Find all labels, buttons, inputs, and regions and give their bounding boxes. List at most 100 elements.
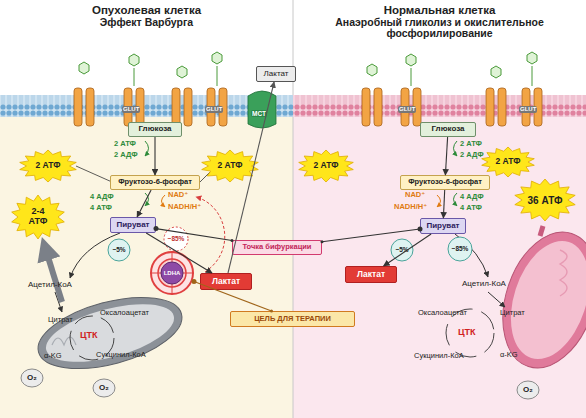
panel-heading: Анаэробный гликолиз и окислительное фосф… <box>327 17 552 40</box>
burst-outline <box>299 150 354 182</box>
node-text: 2-4 АТФ <box>23 207 53 227</box>
node-text: Лактат <box>264 70 289 79</box>
metabolite-box: Лактат <box>345 266 397 283</box>
enzyme-target: LDHA <box>150 251 194 295</box>
transporter-label: GLUT <box>398 106 416 113</box>
node-text: O₂ <box>27 374 37 383</box>
panel-heading: Опухолевая клетка <box>92 4 201 17</box>
node-text: ~85% <box>452 245 469 252</box>
metabolite-label: ЦТК <box>80 331 98 341</box>
node-text: Фруктозо-6-фосфат <box>408 178 482 186</box>
node-text: O₂ <box>523 386 533 395</box>
node-text: ~5% <box>112 246 125 253</box>
metabolite-label: Оксалоацетат <box>418 309 467 317</box>
metabolite-label: 4 АТФ <box>460 204 482 212</box>
metabolite-label: NAD⁺ <box>168 191 188 199</box>
circle-outline <box>21 369 43 387</box>
burst-outline <box>515 179 575 221</box>
metabolite-label: 4 АДФ <box>90 193 114 201</box>
node-text: Глюкоза <box>431 125 464 134</box>
metabolite-label: NADH/H⁺ <box>168 203 201 211</box>
node-text: ~5% <box>395 246 408 253</box>
metabolite-label: Ацетил-КоА <box>28 281 72 290</box>
circle-outline <box>448 237 472 261</box>
node-text: ~85% <box>168 235 185 242</box>
transporter-label: GLUT <box>122 106 140 113</box>
transporter-label: GLUT <box>519 106 537 113</box>
oxygen-circle: O₂ <box>516 380 540 400</box>
metabolite-label: Сукцинил-КоА <box>414 352 464 360</box>
metabolite-label: Оксалоацетат <box>100 309 149 317</box>
transporter-label: MCT <box>251 110 267 117</box>
circle-outline <box>164 227 188 251</box>
circle-outline <box>517 381 539 399</box>
node-text: 2 АТФ <box>218 161 243 170</box>
metabolite-box: Лактат <box>256 66 296 82</box>
node-text: 2 АТФ <box>36 161 61 170</box>
node-text: Точка бифуркации <box>243 243 312 251</box>
circle-outline <box>391 239 413 261</box>
oxygen-circle: O₂ <box>92 378 116 398</box>
atp-burst: 2 АТФ <box>200 149 260 183</box>
metabolite-box: Лактат <box>200 273 252 290</box>
oxygen-circle: O₂ <box>20 368 44 388</box>
target-ring <box>158 259 186 287</box>
atp-burst: 36 АТФ <box>513 178 577 222</box>
metabolite-label: α-KG <box>44 352 62 360</box>
node-text: Глюкоза <box>138 125 171 134</box>
metabolite-label: Сукцинил-КоА <box>96 351 146 359</box>
metabolite-label: NAD⁺ <box>405 191 425 199</box>
metabolite-label: NADH/H⁺ <box>394 203 427 211</box>
metabolite-label: 4 АДФ <box>460 193 484 201</box>
metabolite-label: 2 АТФ <box>114 140 136 148</box>
percent-circle: ~85% <box>163 226 189 252</box>
node-text: ЦЕЛЬ ДЛЯ ТЕРАПИИ <box>254 315 331 323</box>
percent-circle: ~85% <box>447 236 473 262</box>
metabolite-label: 4 АТФ <box>90 204 112 212</box>
atp-burst: 2-4 АТФ <box>10 194 66 240</box>
metabolite-label: α-KG <box>500 351 518 359</box>
metabolite-label: Ацетил-КоА <box>462 280 506 289</box>
metabolite-label: Цитрат <box>48 316 73 324</box>
metabolite-label: ЦТК <box>458 328 476 338</box>
node-text: Фруктозо-6-фосфат <box>118 178 192 186</box>
panel-heading: Эффект Варбурга <box>100 17 193 29</box>
node-text: 2 АТФ <box>314 161 339 170</box>
metabolite-box: Фруктозо-6-фосфат <box>400 175 490 190</box>
metabolite-label: Цитрат <box>500 309 525 317</box>
node-text: Пируват <box>426 222 459 231</box>
circle-outline <box>93 379 115 397</box>
burst-outline <box>482 147 535 177</box>
atp-burst: 2 АТФ <box>480 146 536 178</box>
metabolite-box: Пируват <box>110 217 156 233</box>
connector <box>154 137 155 175</box>
connector <box>137 190 151 217</box>
therapy-target-box: ЦЕЛЬ ДЛЯ ТЕРАПИИ <box>230 311 355 327</box>
metabolite-label: 2 АТФ <box>460 140 482 148</box>
metabolite-label: 2 АДФ <box>114 151 138 159</box>
node-text: LDHA <box>164 270 181 277</box>
target-ring <box>151 252 193 294</box>
circle-outline <box>108 239 130 261</box>
percent-circle: ~5% <box>107 238 131 262</box>
transporter-label: GLUT <box>205 106 223 113</box>
burst-outline <box>202 150 259 182</box>
metabolite-label: 2 АДФ <box>460 151 484 159</box>
metabolite-box: Глюкоза <box>420 122 476 137</box>
cell-panel: Нормальная клеткаАнаэробный гликолиз и о… <box>293 0 586 418</box>
enzyme-core <box>161 262 183 284</box>
node-text: 36 АТФ <box>528 195 563 206</box>
connector <box>443 190 444 218</box>
panel-heading: Нормальная клетка <box>384 4 496 17</box>
node-text: Лактат <box>212 277 240 286</box>
connector <box>445 137 447 175</box>
node-text: Лактат <box>357 270 385 279</box>
atp-burst: 2 АТФ <box>18 149 78 183</box>
connector <box>384 234 432 266</box>
node-text: 2 АТФ <box>496 157 521 166</box>
metabolite-box: Глюкоза <box>128 122 182 137</box>
